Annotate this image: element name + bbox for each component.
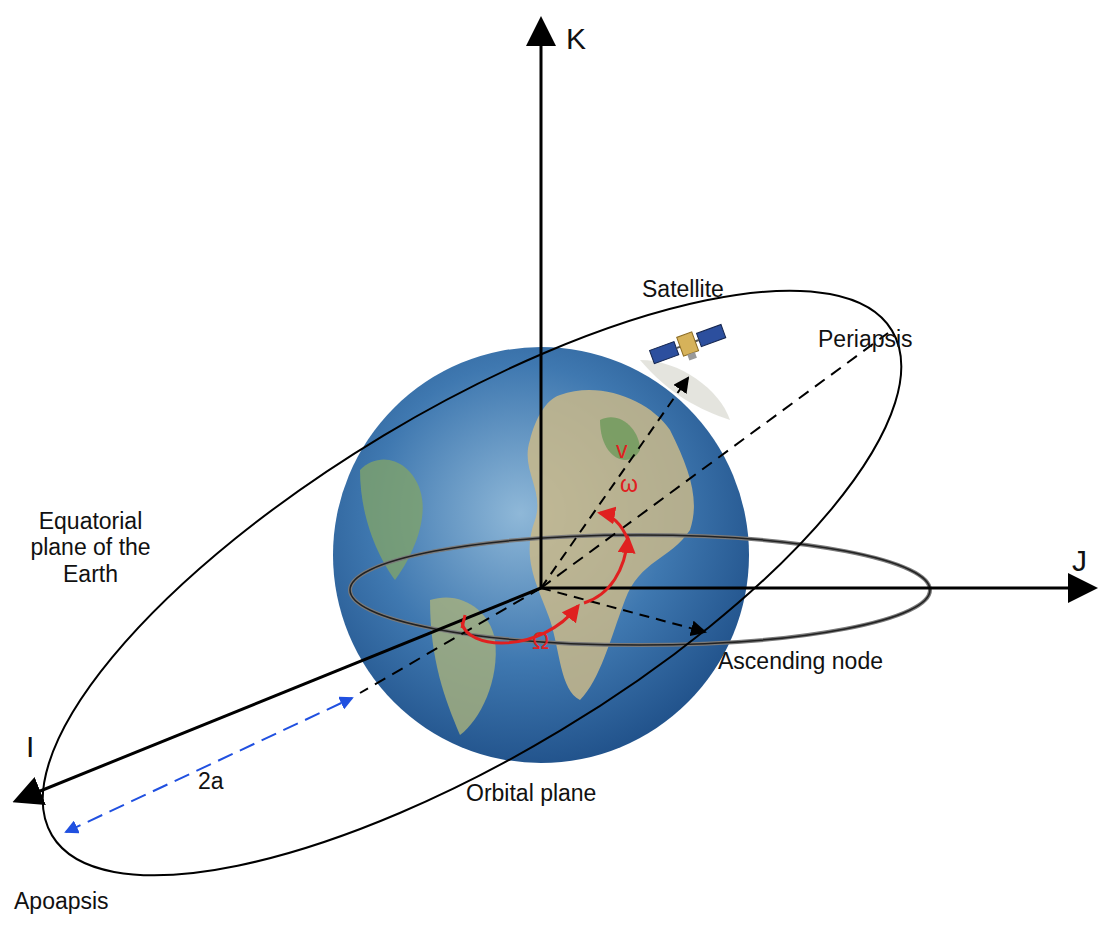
- satellite-icon: [649, 322, 729, 372]
- diagram-label: v: [616, 437, 628, 463]
- apse-line: [541, 333, 888, 588]
- k-axis: [540, 22, 543, 588]
- raan-arc: [462, 606, 578, 643]
- diagram-label: Orbital plane: [466, 780, 596, 806]
- major-axis-line: [66, 698, 352, 832]
- node-line: [541, 588, 705, 632]
- diagram-label: Periapsis: [818, 326, 913, 352]
- diagram-label: J: [1072, 544, 1087, 579]
- equatorial-ellipse-edge: [350, 535, 930, 645]
- diagram-label: I: [26, 730, 34, 765]
- argument-arc: [584, 538, 628, 603]
- anomaly-arc: [600, 513, 628, 540]
- diagram-label: Apoapsis: [14, 888, 109, 914]
- j-axis: [541, 587, 1092, 590]
- equatorial-ellipse: [350, 535, 930, 645]
- diagram-label: Equatorial plane of the Earth: [28, 508, 153, 587]
- orbit-ellipse: [0, 183, 981, 934]
- diagram-label: K: [566, 22, 586, 57]
- i-axis: [18, 588, 541, 800]
- diagram-label: Ω: [532, 628, 549, 654]
- diagram-label: Ascending node: [718, 648, 883, 674]
- diagram-label: 2a: [198, 768, 224, 794]
- apse-line: [360, 588, 541, 693]
- radius-vector: [541, 378, 688, 588]
- raan-tick: [462, 615, 465, 628]
- diagram-label: Satellite: [642, 276, 724, 302]
- diagram-label: ω: [620, 471, 638, 497]
